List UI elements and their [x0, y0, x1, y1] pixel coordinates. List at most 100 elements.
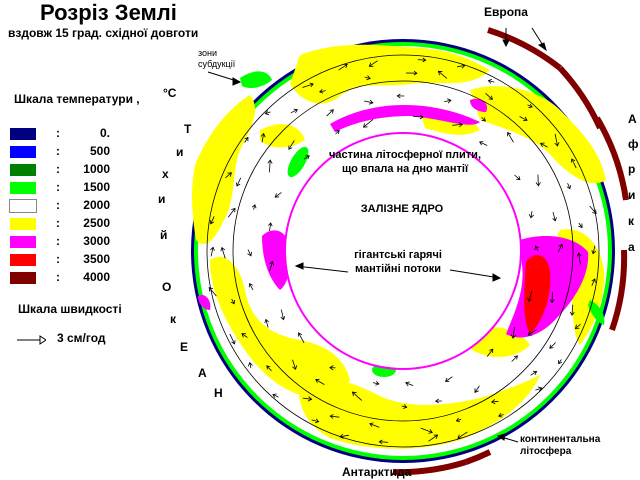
diagram-subtitle: вздовж 15 град. східної довготи	[8, 26, 199, 40]
iron-core	[284, 132, 522, 370]
flow-vector	[401, 405, 407, 408]
flow-vector-head	[552, 217, 557, 222]
legend-value: 2500	[83, 216, 110, 230]
flow-vector	[491, 400, 499, 403]
flow-vector-head	[231, 207, 236, 213]
flow-vector-head	[570, 158, 576, 163]
flow-vector	[578, 253, 581, 265]
flow-vector	[326, 109, 334, 117]
flow-vector	[241, 333, 248, 338]
africa-letter: А	[628, 112, 637, 126]
flow-vector	[474, 385, 480, 393]
flow-vector	[274, 192, 282, 198]
flow-vector-head	[437, 70, 443, 76]
flow-vector	[457, 431, 468, 439]
upper-mantle-boundary	[206, 54, 600, 448]
flow-vector-head	[231, 340, 236, 345]
flow-vector	[456, 418, 462, 422]
flow-vector	[272, 394, 279, 398]
flow-vector-head	[487, 79, 493, 84]
flow-vector-head	[314, 418, 320, 424]
flow-vector-head	[368, 62, 374, 67]
flow-vector	[575, 323, 581, 329]
flow-vector	[249, 283, 254, 291]
antarctica-label: Антарктида	[342, 465, 412, 479]
flow-vector-head	[481, 117, 486, 122]
pacific-letter: й	[160, 228, 168, 242]
legend-swatch	[10, 218, 36, 230]
flow-vector-head	[241, 333, 246, 338]
flow-vector-head	[269, 260, 275, 266]
flow-vector	[298, 332, 305, 343]
africa-letter: ф	[628, 137, 639, 151]
pacific-letter: Н	[214, 386, 223, 400]
flow-vector	[527, 329, 537, 336]
africa-letter: к	[628, 214, 635, 228]
legend-value: 2000	[83, 198, 110, 212]
flow-vector-head	[288, 145, 293, 150]
flow-vector-head	[419, 114, 424, 120]
flow-vector-head	[362, 123, 368, 128]
flow-vector	[269, 222, 272, 231]
flow-vector	[405, 382, 414, 386]
pacific-letter: и	[158, 192, 166, 206]
flow-vector-head	[236, 182, 241, 187]
flow-vector-head	[268, 222, 273, 227]
flow-vector	[315, 379, 325, 385]
flow-vector-head	[527, 331, 533, 336]
flow-vector-head	[569, 311, 575, 316]
flow-vector	[265, 319, 269, 328]
flow-vector	[231, 299, 235, 304]
legend-swatch	[10, 236, 36, 248]
legend-value: 3500	[83, 252, 110, 266]
flow-vector	[281, 309, 284, 320]
legend-separator: :	[56, 162, 60, 176]
legend-separator: :	[56, 198, 60, 212]
flow-vector	[488, 80, 495, 83]
flow-vector	[567, 183, 571, 189]
flow-vector-head	[329, 109, 334, 114]
flow-vector-head	[433, 434, 439, 439]
flow-vector	[369, 60, 378, 67]
flow-vector-head	[474, 388, 479, 394]
flow-vector-head	[267, 159, 273, 164]
flow-vector-head	[264, 110, 270, 116]
flow-vector-head	[329, 365, 334, 371]
legend-separator: :	[56, 144, 60, 158]
flow-vector-head	[318, 89, 324, 94]
pacific-letter: О	[162, 280, 172, 294]
legend-swatch	[10, 272, 36, 284]
flow-vector	[557, 244, 563, 253]
legend-swatch	[10, 182, 36, 194]
flow-vector	[540, 143, 548, 148]
pacific-letter: и	[176, 145, 184, 159]
temperature-scale-title: Шкала температури ,	[14, 92, 140, 106]
flow-vector	[519, 116, 528, 121]
flow-vector	[352, 391, 362, 401]
flow-vector-head	[434, 398, 440, 404]
legend-separator: :	[56, 180, 60, 194]
continental-lithosphere	[392, 27, 629, 476]
flow-vector-head	[447, 98, 452, 104]
temperature-3500-region	[524, 255, 551, 334]
flow-vector	[530, 211, 533, 218]
flow-vector-head	[403, 404, 408, 409]
flow-vector	[527, 104, 533, 108]
flow-vector	[372, 382, 379, 385]
flow-vector-head	[574, 324, 580, 330]
flow-vector-head	[209, 220, 215, 225]
flow-vector-head	[366, 75, 371, 81]
europe-label: Европа	[484, 5, 528, 19]
temperature-scale-unit: °С	[163, 86, 177, 100]
flow-vector-head	[309, 82, 314, 88]
flow-vector	[552, 211, 556, 221]
flow-vector-head	[532, 370, 538, 375]
flow-vector-head	[592, 209, 597, 215]
flow-vector	[330, 415, 340, 418]
flow-vector	[591, 278, 596, 286]
flow-vector	[428, 434, 438, 442]
flow-vector	[303, 155, 310, 160]
